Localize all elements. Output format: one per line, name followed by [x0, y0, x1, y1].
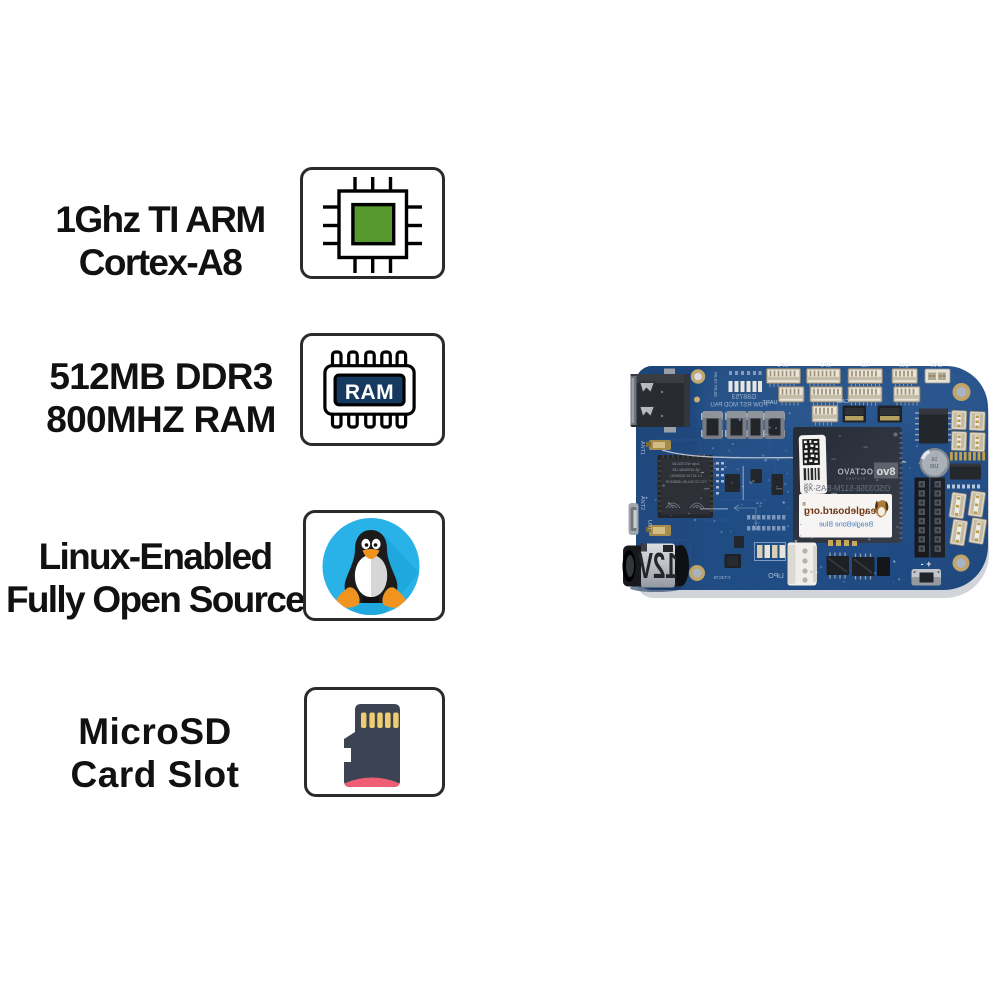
svg-text:POW RST MOD PAU: POW RST MOD PAU [710, 403, 767, 409]
svg-text:FCC ID Z64-WL18DBMOD: FCC ID Z64-WL18DBMOD [665, 480, 706, 484]
svg-text:P8.07 P8.08: P8.07 P8.08 [713, 372, 718, 397]
svg-text:WL1835MOD 18Z: WL1835MOD 18Z [672, 468, 699, 472]
svg-text:ANT2: ANT2 [639, 496, 645, 510]
svg-text:Q10: Q10 [899, 363, 909, 369]
svg-text:U5T: U5T [646, 520, 652, 531]
svg-text:5A-W: 5A-W [804, 482, 812, 486]
svg-text:beagleboard.org: beagleboard.org [804, 506, 882, 517]
svg-text:12V: 12V [638, 547, 678, 587]
svg-text:OCTAVO: OCTAVO [837, 468, 873, 477]
svg-text:C1 457-W 1835MOD: C1 457-W 1835MOD [670, 474, 702, 478]
svg-text:T11: T11 [861, 363, 870, 369]
svg-text:J8: J8 [805, 490, 809, 494]
svg-text:CT4C76: CT4C76 [713, 575, 730, 580]
svg-text:100: 100 [930, 464, 939, 470]
svg-text:CAN: CAN [931, 363, 943, 369]
svg-text:8vo: 8vo [876, 466, 895, 478]
svg-text:+ -: + - [921, 559, 932, 569]
svg-text:UART: UART [762, 400, 778, 406]
svg-text:RAM: RAM [345, 381, 394, 404]
svg-text:®: ® [802, 501, 806, 508]
svg-text:CAM: CAM [836, 399, 849, 405]
svg-text:ANT1: ANT1 [639, 441, 645, 455]
svg-text:OSD3358-512M-BAS-X8: OSD3358-512M-BAS-X8 [804, 484, 891, 493]
svg-text:G88753: G88753 [731, 394, 756, 401]
svg-text:GP1: GP1 [777, 363, 788, 369]
svg-text:16: 16 [931, 457, 937, 463]
svg-text:T1T1: T1T1 [805, 486, 812, 490]
svg-text:Jorjin WG7833-B0: Jorjin WG7833-B0 [672, 462, 700, 466]
svg-text:GP2: GP2 [820, 363, 831, 369]
svg-text:SYSTEMS: SYSTEMS [845, 477, 865, 481]
svg-text:LiPO: LiPO [768, 573, 784, 580]
svg-text:BeagleBone Blue: BeagleBone Blue [819, 522, 873, 529]
